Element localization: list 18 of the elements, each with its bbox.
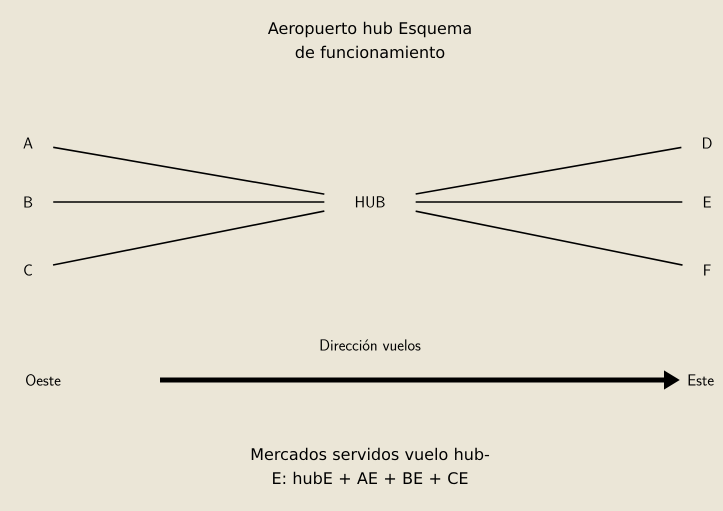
node-label: A [23, 137, 33, 149]
line [53, 201, 324, 203]
node-label: E [704, 196, 711, 208]
line [416, 146, 682, 195]
node-label: HUB [356, 196, 385, 208]
line [53, 146, 324, 195]
label: Oeste [26, 374, 60, 386]
caption: Mercados servidos vuelo hub-E: hubE + AE + BE + CE [252, 448, 490, 484]
line [416, 210, 683, 266]
node-label: C [24, 264, 32, 276]
node-label: B [24, 196, 32, 208]
line [52, 210, 324, 266]
line [416, 201, 682, 203]
node-label: D [703, 137, 712, 149]
label: Este [688, 374, 714, 386]
label: Dirección vuelos [320, 339, 420, 351]
node-label: F [704, 264, 711, 276]
title: Aeropuerto hub Esquema de funcionamiento [268, 22, 471, 58]
